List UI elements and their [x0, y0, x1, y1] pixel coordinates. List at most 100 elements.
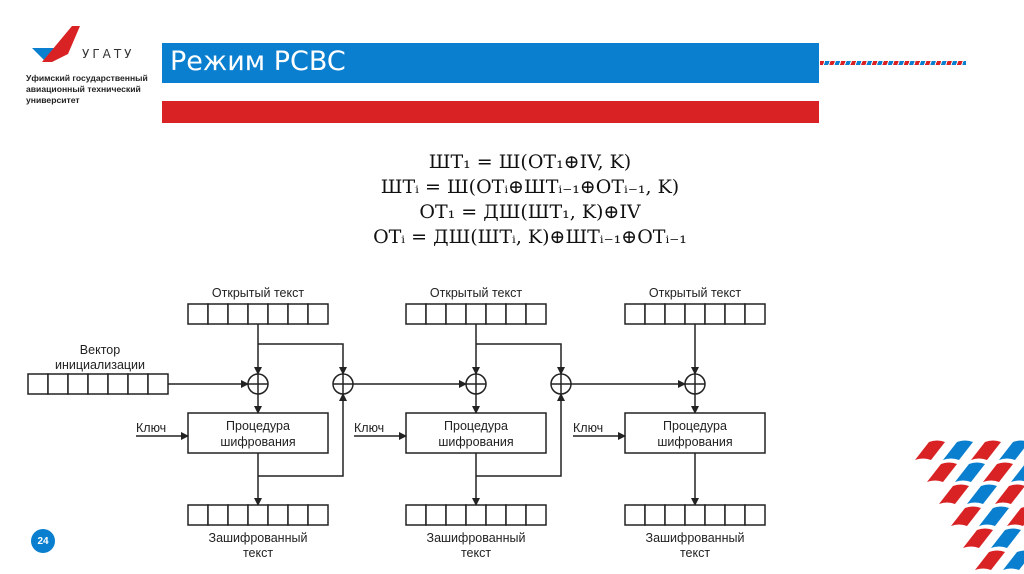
flag-shape	[991, 528, 1021, 548]
cipher-feedback-arrow	[476, 393, 565, 477]
block-cell	[87, 373, 109, 395]
block-cell	[227, 504, 249, 526]
block-cell	[247, 303, 269, 325]
flag-shape	[1003, 550, 1024, 570]
plaintext-block	[624, 303, 766, 325]
decorative-flags-icon	[915, 440, 1024, 570]
block-cell	[664, 504, 686, 526]
block-cell	[724, 303, 746, 325]
university-name: Уфимский государственный авиационный тех…	[26, 73, 166, 106]
plaintext-label: Открытый текст	[430, 286, 522, 300]
flag-shape	[915, 440, 945, 460]
cipher-feedback-arrow	[258, 393, 347, 477]
block-cell	[187, 303, 209, 325]
formula-line: ШТᵢ = Ш(ОТᵢ⊕ШТᵢ₋₁⊕ОТᵢ₋₁, K)	[380, 176, 680, 198]
block-cell	[405, 504, 427, 526]
block-cell	[187, 504, 209, 526]
block-cell	[684, 303, 706, 325]
flag-shape	[967, 484, 997, 504]
ciphertext-label: текст	[243, 546, 273, 560]
university-name-line: университет	[26, 95, 80, 105]
formula-line: ОТ₁ = ДШ(ШТ₁, K)⊕IV	[419, 201, 641, 223]
block-cell	[505, 303, 527, 325]
flag-shape	[975, 550, 1005, 570]
procedure-label: шифрования	[438, 435, 513, 449]
title-bar: Режим PCBC	[162, 43, 819, 83]
flag-shape	[963, 528, 993, 548]
page-number-badge: 24	[31, 529, 55, 553]
ciphertext-label: Зашифрованный	[646, 531, 745, 545]
block-cell	[505, 504, 527, 526]
block-cell	[425, 303, 447, 325]
iv-label: инициализации	[55, 358, 145, 372]
block-cell	[465, 504, 487, 526]
flag-shape	[983, 462, 1013, 482]
block-cell	[525, 504, 547, 526]
decorative-stripe-line	[820, 61, 966, 65]
ciphertext-block	[187, 504, 329, 526]
flag-shape	[979, 506, 1009, 526]
block-cell	[744, 504, 766, 526]
formula-block: ШТ₁ = Ш(ОТ₁⊕IV, K) ШТᵢ = Ш(ОТᵢ⊕ШТᵢ₋₁⊕ОТᵢ…	[300, 150, 760, 250]
procedure-label: шифрования	[657, 435, 732, 449]
ciphertext-block	[624, 504, 766, 526]
encryption-procedure-box	[405, 412, 547, 454]
xor-node	[247, 373, 269, 395]
feedback-xor-node	[550, 373, 572, 395]
block-cell	[207, 504, 229, 526]
procedure-label: Процедура	[444, 419, 508, 433]
block-cell	[287, 303, 309, 325]
block-cell	[644, 303, 666, 325]
flag-shape	[951, 506, 981, 526]
block-cell	[704, 303, 726, 325]
block-cell	[405, 303, 427, 325]
block-cell	[147, 373, 169, 395]
flag-shape	[955, 462, 985, 482]
block-cell	[307, 504, 329, 526]
slide-title: Режим PCBC	[170, 46, 346, 77]
plaintext-label: Открытый текст	[212, 286, 304, 300]
iv-block	[27, 373, 169, 395]
iv-label: Вектор	[80, 343, 120, 357]
block-cell	[624, 303, 646, 325]
flag-shape	[927, 462, 957, 482]
plaintext-block	[405, 303, 547, 325]
block-cell	[47, 373, 69, 395]
ciphertext-label: текст	[461, 546, 491, 560]
block-cell	[644, 504, 666, 526]
block-cell	[67, 373, 89, 395]
block-cell	[465, 303, 487, 325]
flag-shape	[999, 440, 1024, 460]
block-cell	[624, 504, 646, 526]
block-cell	[724, 504, 746, 526]
block-cell	[525, 303, 547, 325]
plaintext-branch-arrow	[476, 343, 565, 375]
procedure-label: Процедура	[663, 419, 727, 433]
block-cell	[445, 504, 467, 526]
formula-line: ШТ₁ = Ш(ОТ₁⊕IV, K)	[428, 151, 632, 173]
block-cell	[27, 373, 49, 395]
block-cell	[267, 303, 289, 325]
ciphertext-label: Зашифрованный	[209, 531, 308, 545]
block-cell	[445, 303, 467, 325]
feedback-xor-node	[332, 373, 354, 395]
procedure-label: Процедура	[226, 419, 290, 433]
block-cell	[684, 504, 706, 526]
block-cell	[207, 303, 229, 325]
block-cell	[267, 504, 289, 526]
ciphertext-label: текст	[680, 546, 710, 560]
logo-abbreviation: УГАТУ	[82, 47, 135, 61]
flag-shape	[939, 484, 969, 504]
flag-shape	[971, 440, 1001, 460]
block-cell	[485, 303, 507, 325]
block-cell	[425, 504, 447, 526]
block-cell	[744, 303, 766, 325]
block-cell	[227, 303, 249, 325]
plaintext-block	[187, 303, 329, 325]
ciphertext-block	[405, 504, 547, 526]
block-cell	[704, 504, 726, 526]
key-label: Ключ	[573, 421, 603, 435]
xor-node	[684, 373, 706, 395]
flag-shape	[943, 440, 973, 460]
block-cell	[307, 303, 329, 325]
